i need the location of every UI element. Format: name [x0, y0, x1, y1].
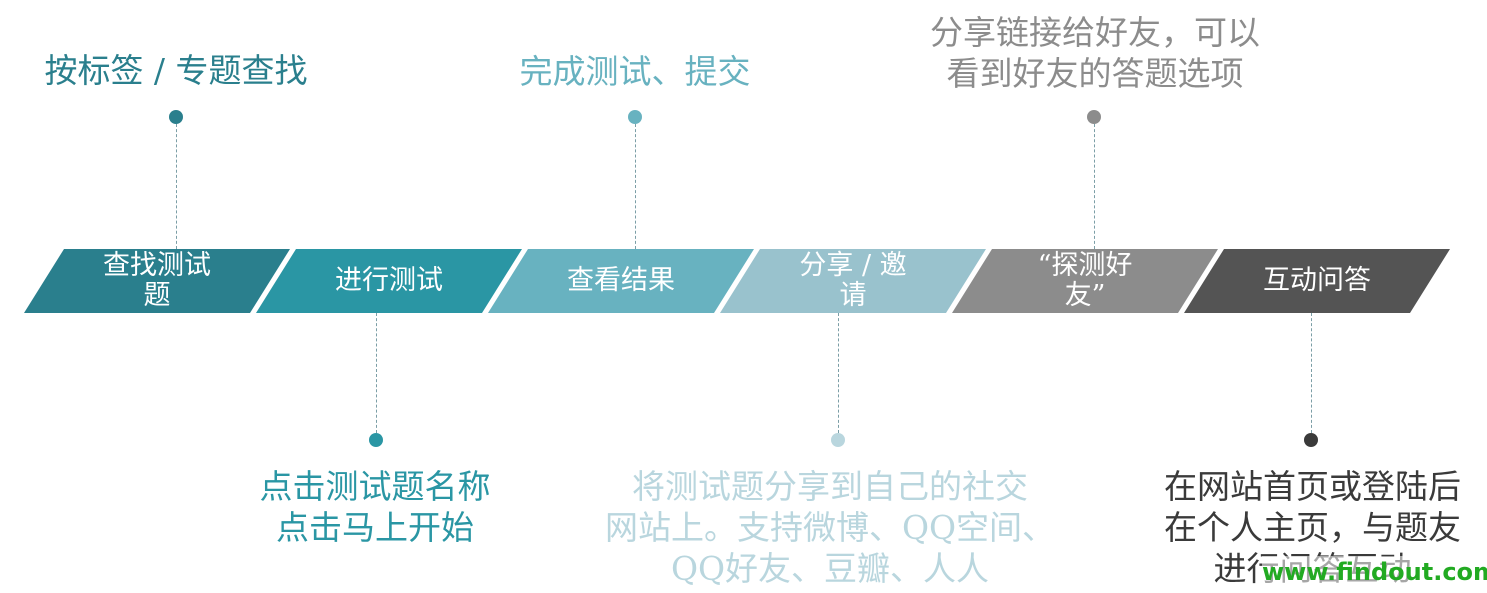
step-3-shape: [488, 249, 754, 313]
connector-5: [1094, 124, 1095, 249]
step-1-shape: [24, 249, 290, 313]
step-4-label: 分享 / 邀 请: [799, 250, 907, 311]
step-2-label: 进行测试: [335, 265, 443, 296]
connector-6: [1311, 313, 1312, 433]
step-2-shape: [256, 249, 522, 313]
note-3: 完成测试、提交: [519, 52, 751, 91]
step-4-shape: [720, 249, 986, 313]
step-6-label: 互动问答: [1263, 265, 1371, 296]
step-5-shape: [952, 249, 1218, 313]
dot-5: [1087, 110, 1101, 124]
dot-4: [831, 433, 845, 447]
connector-1: [176, 124, 177, 249]
note-1: 按标签 / 专题查找: [44, 51, 308, 90]
step-1-label: 查找测试 题: [103, 250, 211, 311]
connector-4: [838, 313, 839, 433]
dot-3: [628, 110, 642, 124]
step-5-label: “探测好 友”: [1037, 250, 1133, 311]
note-2: 点击测试题名称 点击马上开始: [259, 467, 491, 547]
note-4: 将测试题分享到自己的社交 网站上。支持微博、QQ空间、 QQ好友、豆瓣、人人: [604, 467, 1056, 588]
watermark: www.findout.com: [1262, 556, 1487, 588]
dot-1: [169, 110, 183, 124]
dot-2: [369, 433, 383, 447]
connector-2: [376, 313, 377, 433]
step-3-label: 查看结果: [567, 265, 675, 296]
dot-6: [1304, 433, 1318, 447]
note-5: 分享链接给好友，可以 看到好友的答题选项: [930, 13, 1260, 93]
connector-3: [635, 124, 636, 249]
step-6-shape: [1184, 249, 1450, 313]
